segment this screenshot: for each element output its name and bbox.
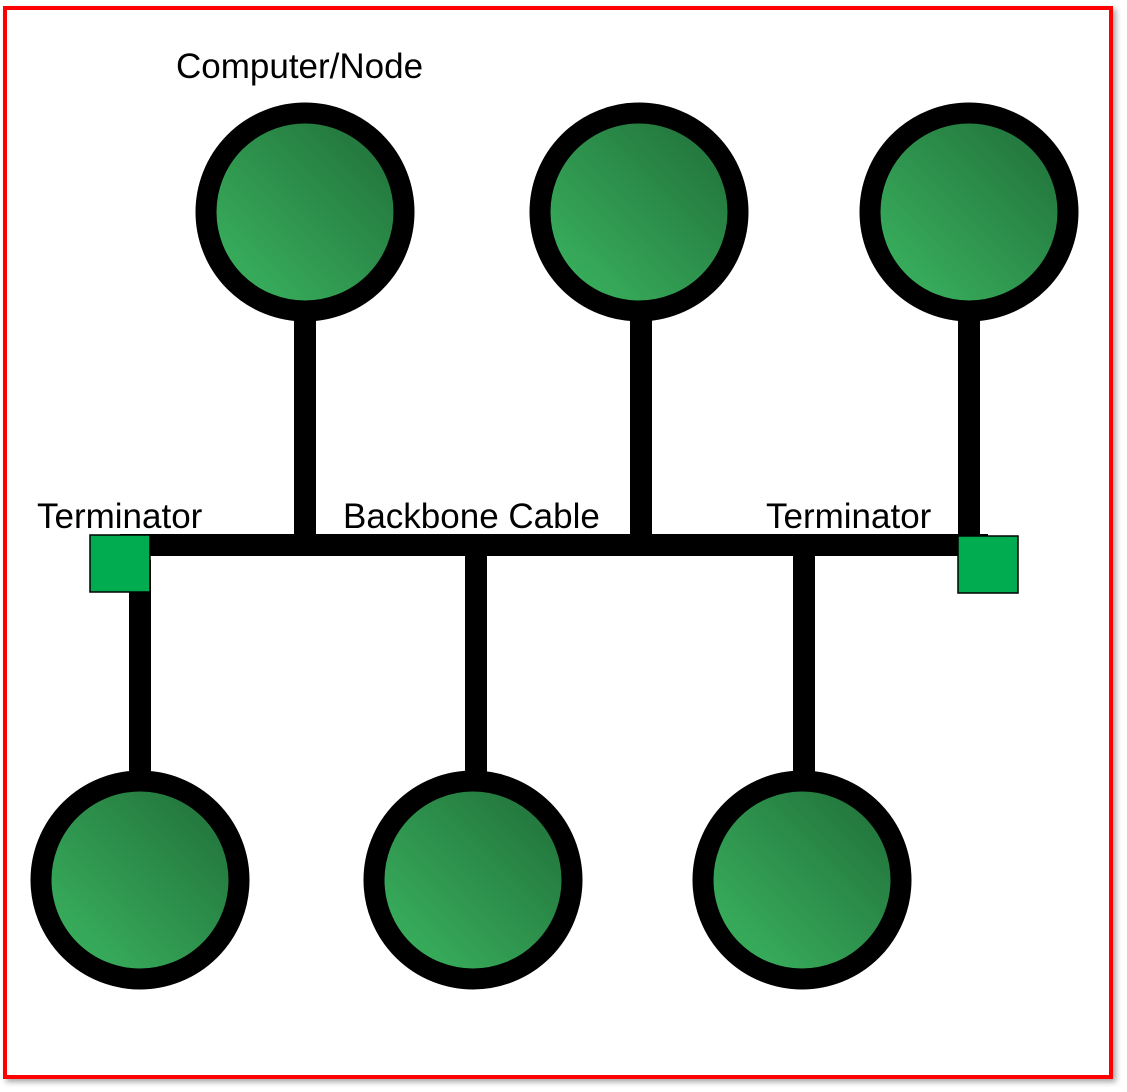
- terminator-left: [89, 534, 151, 593]
- computer-node: [363, 770, 583, 990]
- computer-node: [692, 770, 912, 990]
- computer-node: [529, 102, 749, 322]
- terminator-right: [957, 535, 1019, 594]
- terminator-left-label: Terminator: [37, 497, 203, 536]
- computer-node: [195, 102, 415, 322]
- terminator-right-label: Terminator: [766, 497, 932, 536]
- computer-node: [30, 770, 250, 990]
- computer-node: [859, 102, 1079, 322]
- backbone-cable-label: Backbone Cable: [343, 497, 600, 536]
- computer-node-label: Computer/Node: [176, 47, 423, 86]
